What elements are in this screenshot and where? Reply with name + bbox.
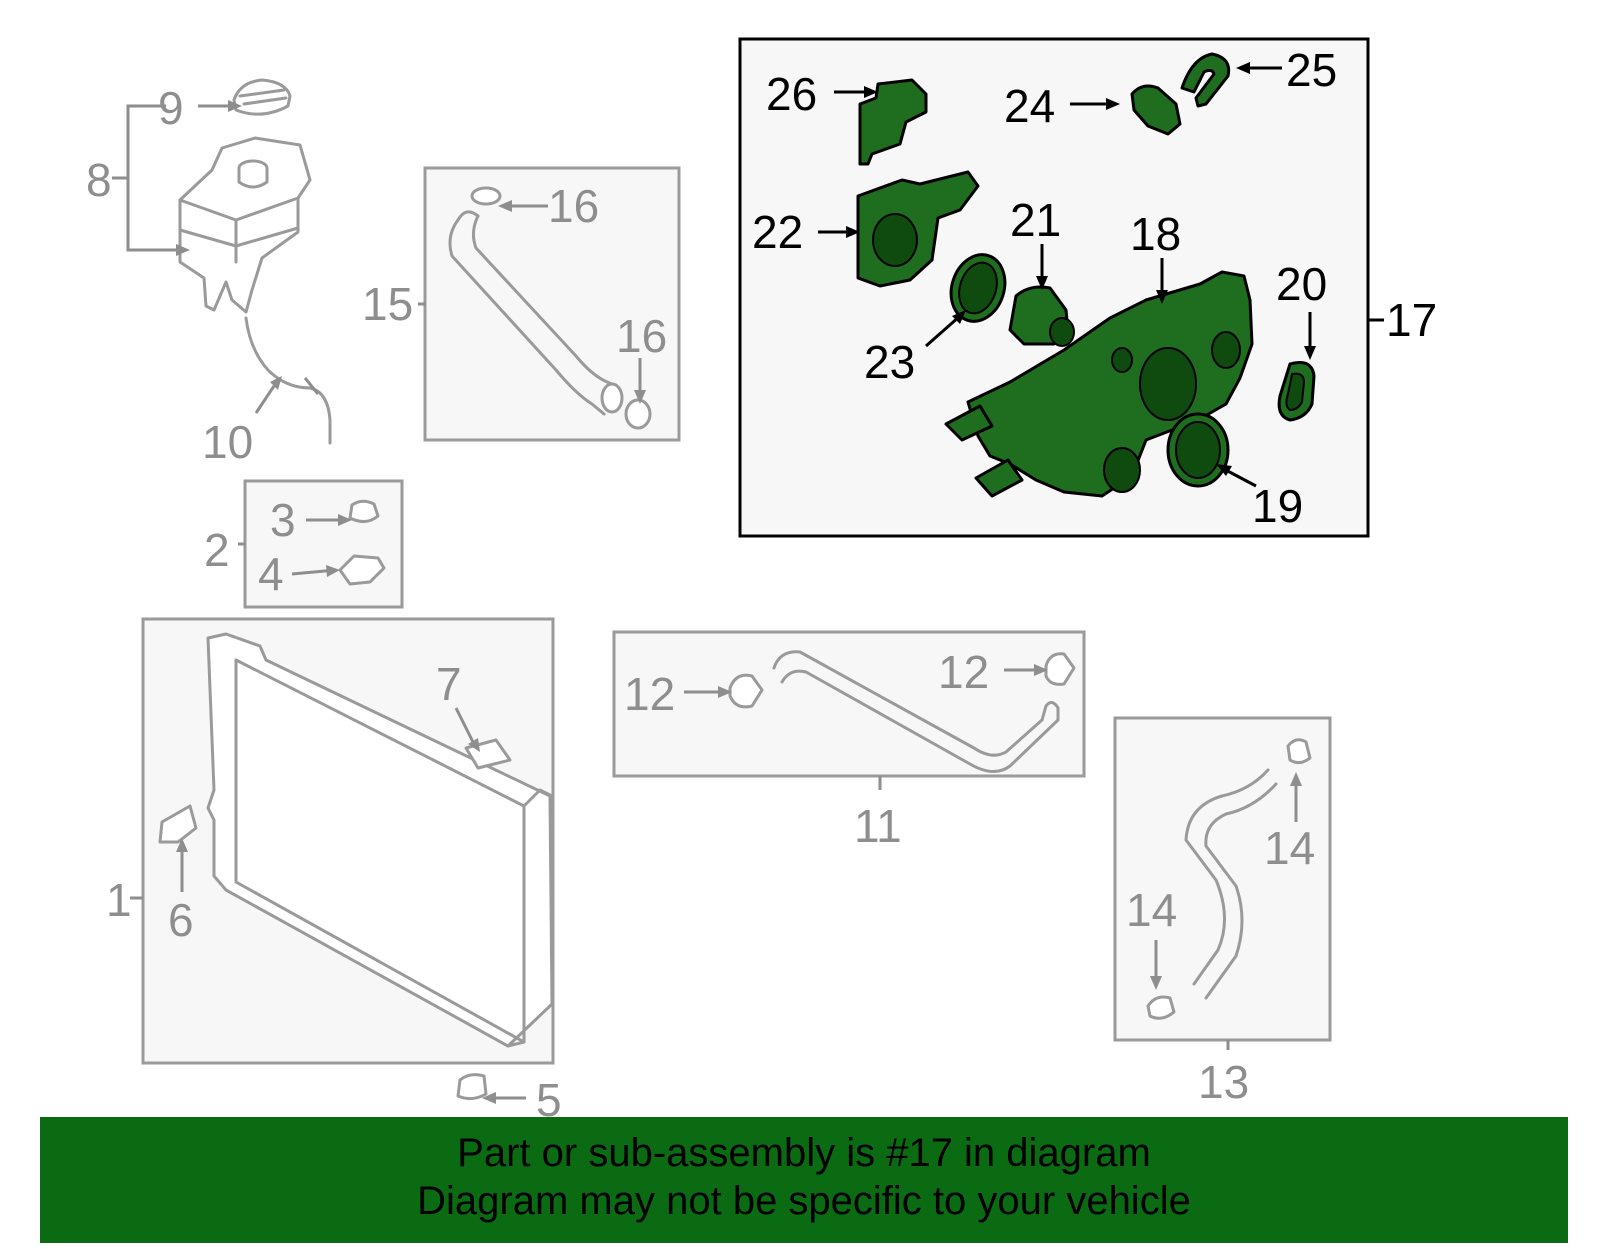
callout-12-left: 12 (624, 668, 675, 720)
gasket-part-19 (1166, 412, 1230, 488)
callout-15: 15 (362, 278, 413, 330)
thermostat-housing-part-18 (944, 270, 1254, 498)
callout-16-bottom: 16 (616, 310, 667, 362)
info-banner: Part or sub-assembly is #17 in diagram D… (40, 1117, 1568, 1243)
banner-line-2: Diagram may not be specific to your vehi… (417, 1179, 1191, 1223)
group-box-13 (1113, 716, 1332, 1042)
callout-20: 20 (1276, 258, 1327, 310)
callout-1: 1 (106, 874, 132, 926)
bypass-hose-part (1146, 738, 1312, 1020)
group-box-2 (243, 479, 404, 609)
callout-17: 17 (1386, 294, 1437, 346)
group-box-11 (612, 630, 1086, 778)
gasket-part-20 (1277, 361, 1316, 422)
banner-line-1: Part or sub-assembly is #17 in diagram (457, 1131, 1151, 1175)
callout-21: 21 (1010, 194, 1061, 246)
thermostat-part-21 (1008, 285, 1075, 347)
callout-14-right: 14 (1264, 822, 1315, 874)
callout-24: 24 (1004, 80, 1055, 132)
callout-16-top: 16 (548, 180, 599, 232)
callout-11: 11 (854, 800, 902, 852)
upper-hose-part (448, 186, 652, 430)
callout-14-left: 14 (1126, 884, 1177, 936)
callout-19: 19 (1252, 480, 1303, 532)
callout-26: 26 (766, 68, 817, 120)
housing-part-22 (856, 170, 980, 288)
gasket-part-23 (949, 253, 1007, 323)
callout-10: 10 (202, 416, 253, 468)
sensor-part-24 (1130, 84, 1182, 136)
callout-9: 9 (158, 82, 184, 134)
bracket-part-26 (858, 78, 928, 166)
callout-8: 8 (86, 154, 112, 206)
callout-13: 13 (1198, 1056, 1249, 1108)
reservoir-cap-part (232, 78, 292, 116)
callout-6: 6 (168, 894, 194, 946)
overflow-hose-part (244, 316, 332, 445)
callout-2: 2 (204, 524, 230, 576)
callout-3: 3 (270, 494, 296, 546)
radiator-part (158, 499, 554, 1101)
callout-4: 4 (258, 548, 284, 600)
coolant-reservoir-part (178, 136, 312, 314)
callout-18: 18 (1130, 208, 1181, 260)
callout-23: 23 (864, 336, 915, 388)
lower-hose-part (728, 650, 1076, 773)
callout-7: 7 (436, 658, 462, 710)
callout-22: 22 (752, 206, 803, 258)
callout-25: 25 (1286, 44, 1337, 96)
callout-12-right: 12 (938, 646, 989, 698)
clip-part-25 (1180, 52, 1231, 108)
